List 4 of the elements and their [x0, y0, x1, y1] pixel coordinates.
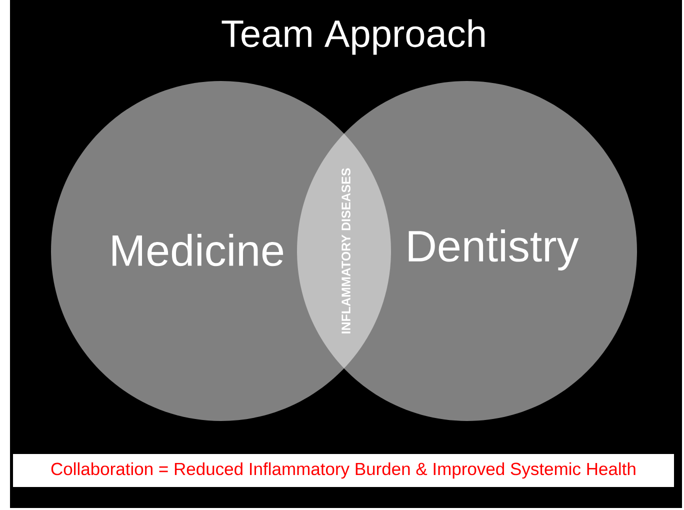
caption-box: Collaboration = Reduced Inflammatory Burden & Improved Systemic Health — [13, 454, 674, 487]
node-label: Dentistry — [408, 229, 579, 270]
title: Team Approach — [222, 19, 485, 55]
overlap-lens: INFLAMMATORY DISEASES — [342, 168, 350, 334]
